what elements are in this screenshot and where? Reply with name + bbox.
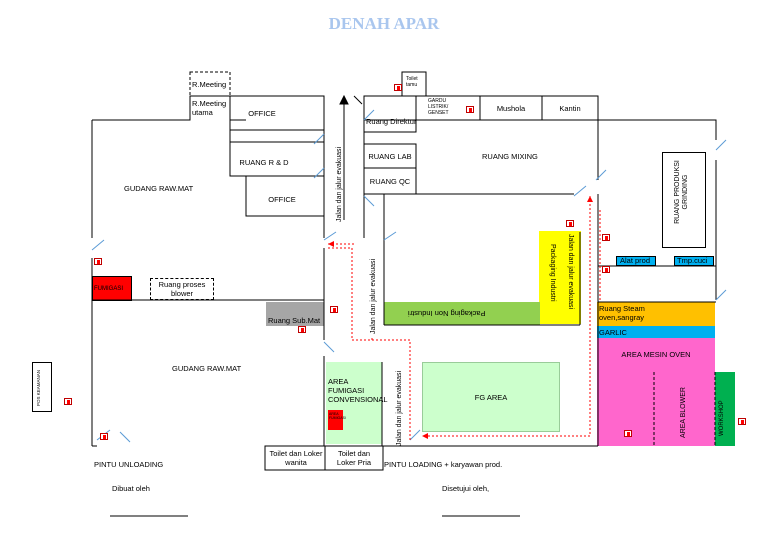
fire-extinguisher-icon — [94, 258, 102, 265]
workshop-area — [715, 372, 735, 446]
office-top-label: OFFICE — [248, 109, 276, 118]
fire-extinguisher-icon — [624, 430, 632, 437]
evacuation-route-label-3: Jalan dan jalur evakuasi — [396, 370, 403, 446]
ruang-lab-label: RUANG LAB — [368, 152, 412, 161]
area-fumigasi-convensional — [326, 362, 382, 444]
toilet-pria-label: Toilet dan Loker Pria — [336, 449, 372, 467]
fg-area-label: FG AREA — [474, 393, 508, 402]
tmp-cuci-label: Tmp.cuci — [677, 256, 708, 265]
r-meeting-utama-label: R.Meeting utama — [192, 99, 227, 117]
toilet-tamu-label: Toilet tamu — [406, 76, 418, 88]
evacuation-route-label-4: Jalan dan jalur evakuasi — [567, 234, 574, 310]
garlic-area — [597, 326, 715, 338]
grinding-box — [662, 152, 706, 248]
fire-extinguisher-icon — [298, 326, 306, 333]
garlic-label: GARLIC — [599, 328, 627, 337]
alat-prod-label: Alat prod — [620, 256, 651, 265]
ruang-qc-label: RUANG QC — [369, 177, 411, 186]
ruang-rnd-label: RUANG R & D — [239, 158, 289, 167]
fumigasi-label: FUMIGASI — [94, 286, 124, 292]
fire-extinguisher-icon — [330, 306, 338, 313]
ruang-direktur-label: Ruang Direktur — [366, 117, 417, 126]
fg-area — [422, 362, 560, 432]
gudang-raw-top-label: GUDANG RAW.MAT — [124, 184, 194, 193]
area-mesin-oven-label: AREA MESIN OVEN — [621, 350, 691, 359]
fire-extinguisher-icon — [466, 106, 474, 113]
fire-extinguisher-icon — [100, 433, 108, 440]
mushola-label: Mushola — [496, 104, 526, 113]
packaging-non-industri-area — [384, 302, 540, 325]
ruang-steam-area — [597, 302, 715, 326]
pos-keamanan-box — [32, 362, 52, 412]
packaging-industri-label: Packaging Industri — [549, 244, 556, 302]
office-bottom-label: OFFICE — [268, 195, 296, 204]
packaging-industri-area — [539, 231, 581, 324]
pintu-unloading-label: PINTU UNLOADING — [94, 460, 164, 469]
fire-extinguisher-icon — [602, 234, 610, 241]
ruang-proses-blower-label: Ruang proses blower — [158, 280, 206, 298]
fire-extinguisher-icon — [64, 398, 72, 405]
fumigasi-small-label: AREA FUMIGASI — [329, 412, 346, 420]
fumigasi-small-area — [328, 410, 343, 430]
fire-extinguisher-icon — [566, 220, 574, 227]
workshop-label: WORKSHOP — [719, 400, 725, 436]
pintu-loading-label: PINTU LOADING + karyawan prod. — [384, 460, 503, 469]
gudang-raw-bottom-label: GUDANG RAW.MAT — [172, 364, 242, 373]
dibuat-oleh-label: Dibuat oleh — [112, 484, 150, 493]
fire-extinguisher-icon — [394, 84, 402, 91]
ruang-steam-label: Ruang Steam oven,sangray — [599, 304, 645, 322]
fire-extinguisher-icon — [602, 266, 610, 273]
evacuation-route-label-2: Jalan dan jalur evakuasi — [370, 258, 377, 334]
area-fumigasi-label: AREA FUMIGASI CONVENSIONAL — [328, 377, 388, 404]
toilet-wanita-label: Toilet dan Loker wanita — [269, 449, 323, 467]
r-meeting-label: R.Meeting — [192, 80, 227, 89]
page-title: DENAH APAR — [328, 14, 440, 33]
gardu-label: GARDU LISTRIK/ GENSET — [428, 98, 449, 116]
ruang-sub-mat-area — [266, 302, 324, 326]
kantin-label: Kantin — [559, 104, 581, 113]
ruang-mixing-label: RUANG MIXING — [482, 152, 538, 161]
disetujui-oleh-label: Disetujui oleh, — [442, 484, 490, 493]
area-mesin-oven — [597, 338, 715, 372]
ruang-sub-mat-label: Ruang Sub.Mat — [268, 316, 321, 325]
area-blower-label: AREA BLOWER — [680, 387, 687, 438]
lower-oven-area — [597, 372, 715, 446]
fire-extinguisher-icon — [738, 418, 746, 425]
evacuation-route-label-1: Jalan dan jalur evakuasi — [336, 146, 343, 222]
